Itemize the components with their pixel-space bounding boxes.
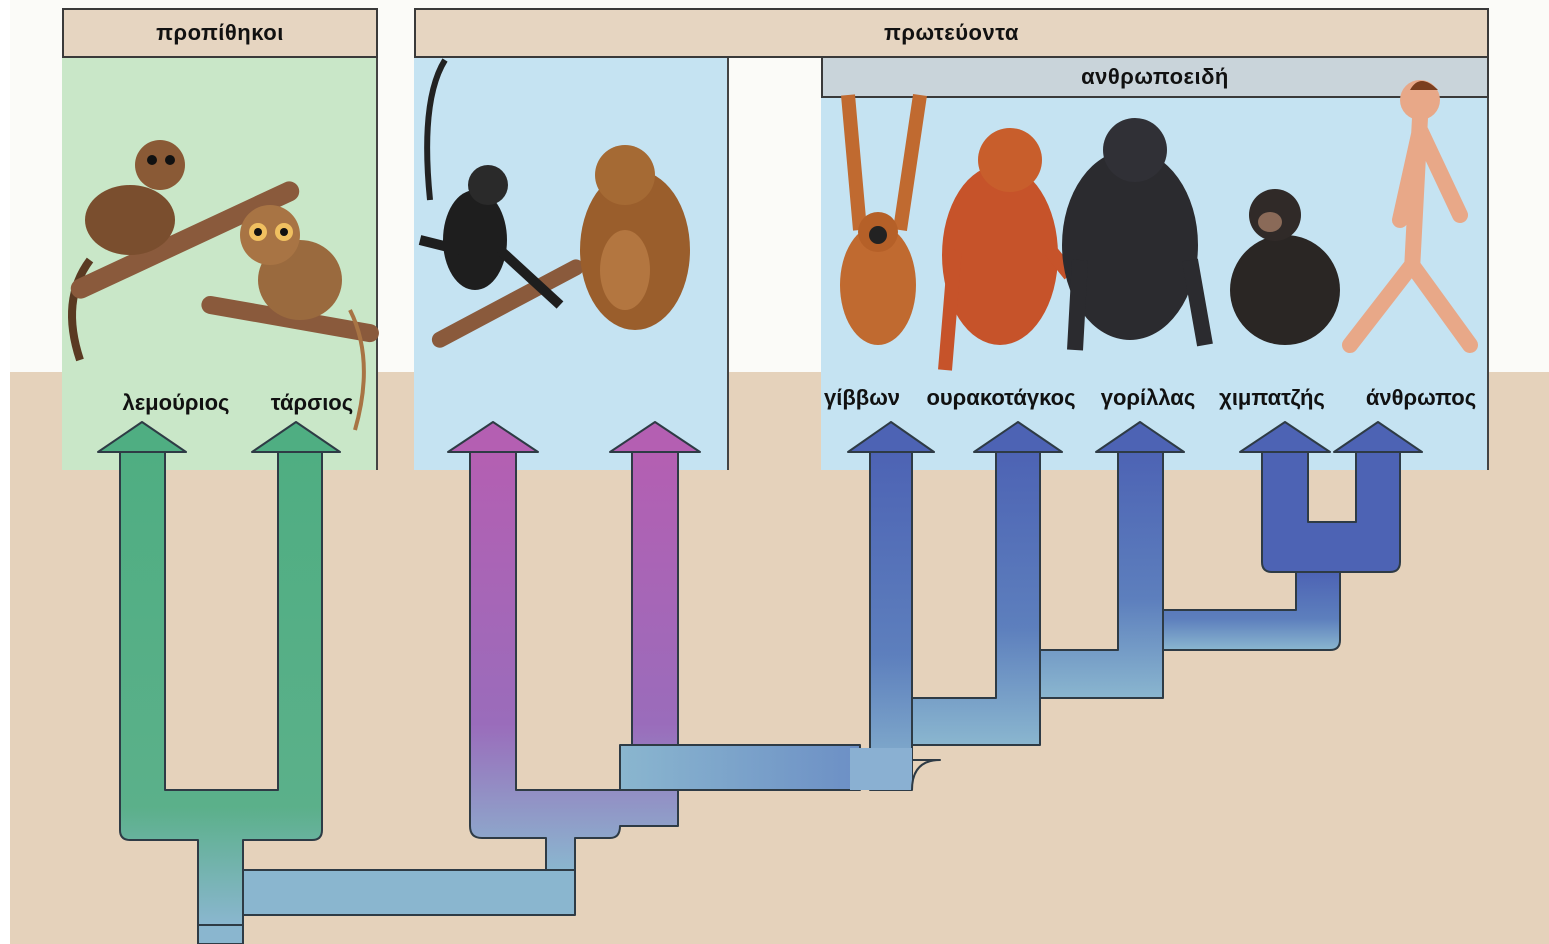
spider-monkey-illustration [420,60,587,351]
prosimian-branch [98,422,340,925]
human-illustration [1350,80,1470,345]
species-label-orangutan: ουρακοτάγκος [926,385,1075,411]
anthropoid-branch [620,422,1422,790]
chimpanzee-illustration [1230,189,1340,345]
species-label-lemur: λεμούριος [123,390,230,416]
monkey-branch [448,422,700,870]
orangutan-illustration [942,128,1070,370]
baboon-illustration [580,145,690,330]
species-label-tarsier: τάρσιος [271,390,353,416]
gorilla-illustration [1062,118,1205,350]
species-label-chimpanzee: χιμπατζής [1219,385,1325,411]
gibbon-illustration [840,95,920,345]
species-label-gorilla: γορίλλας [1101,385,1196,411]
species-label-human: άνθρωπος [1366,385,1476,411]
species-label-gibbon: γίββων [824,385,900,411]
